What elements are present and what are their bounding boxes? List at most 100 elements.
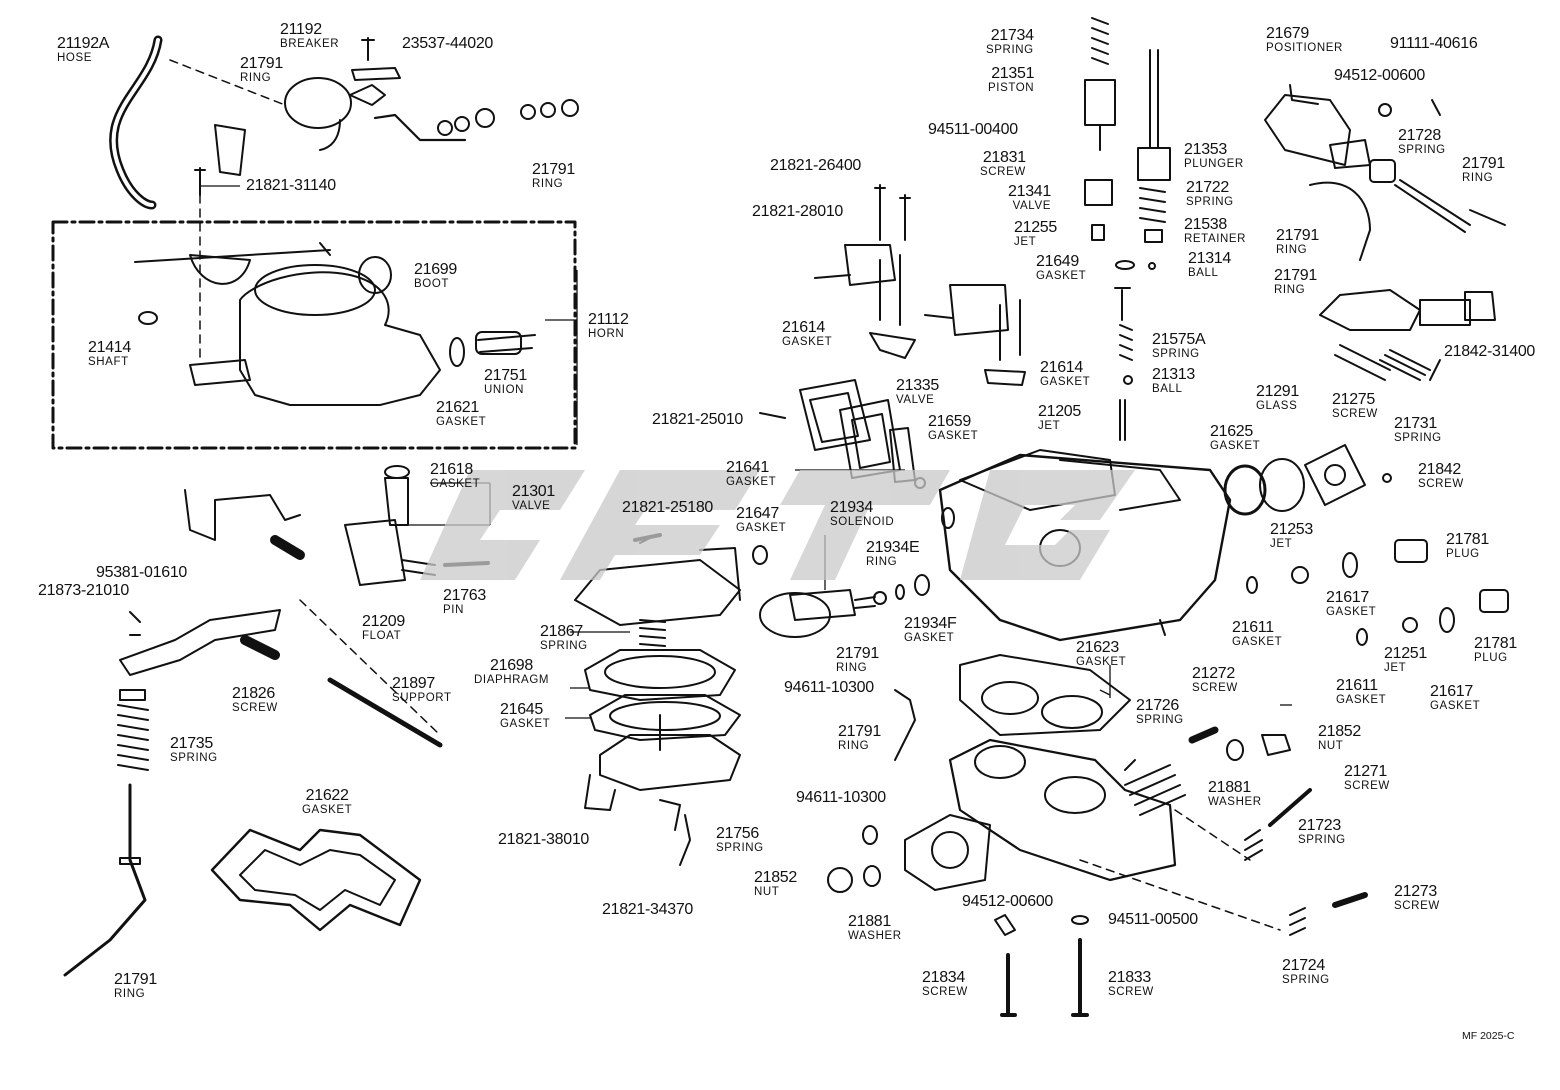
label-21821-31140: 21821-31140 [246, 177, 336, 194]
watermark-logo [420, 470, 1135, 580]
piston-part [1084, 79, 1116, 126]
pump-lever [119, 609, 281, 676]
label-21821-25180: 21821-25180 [622, 499, 714, 516]
drawing-code: MF 2025-C [1462, 1030, 1515, 1042]
label-23537-44020: 23537-44020 [402, 35, 494, 52]
diaphragm-21698 [584, 649, 736, 701]
gasket-21622 [210, 828, 422, 932]
label-21842-31400: 21842-31400 [1444, 343, 1536, 360]
label-21821-34370: 21821-34370 [602, 901, 694, 918]
gasket-21623 [959, 654, 1131, 736]
label-95381-01610: 95381-01610 [96, 564, 188, 581]
label-94611-10300-b: 94611-10300 [796, 789, 886, 806]
gasket-21641 [799, 379, 871, 451]
plunger-part [1137, 147, 1171, 181]
breaker-part [284, 77, 352, 129]
label-94611-10300-a: 94611-10300 [784, 679, 874, 696]
solenoid-part [789, 589, 856, 621]
label-21821-28010: 21821-28010 [752, 203, 844, 220]
float-part [344, 519, 406, 586]
label-21821-26400: 21821-26400 [770, 157, 862, 174]
glass-21291 [1259, 458, 1305, 512]
label-94511-00400: 94511-00400 [928, 121, 1018, 138]
label-91111-40616: 91111-40616 [1390, 35, 1478, 52]
horn-body [239, 271, 441, 406]
label-21821-38010: 21821-38010 [498, 831, 590, 848]
positioner-part [1264, 94, 1351, 166]
horn-assembly-box [51, 220, 577, 450]
label-94511-00500: 94511-00500 [1108, 911, 1198, 928]
throttle-body [948, 738, 1177, 882]
carburetor-main-body [938, 453, 1232, 642]
